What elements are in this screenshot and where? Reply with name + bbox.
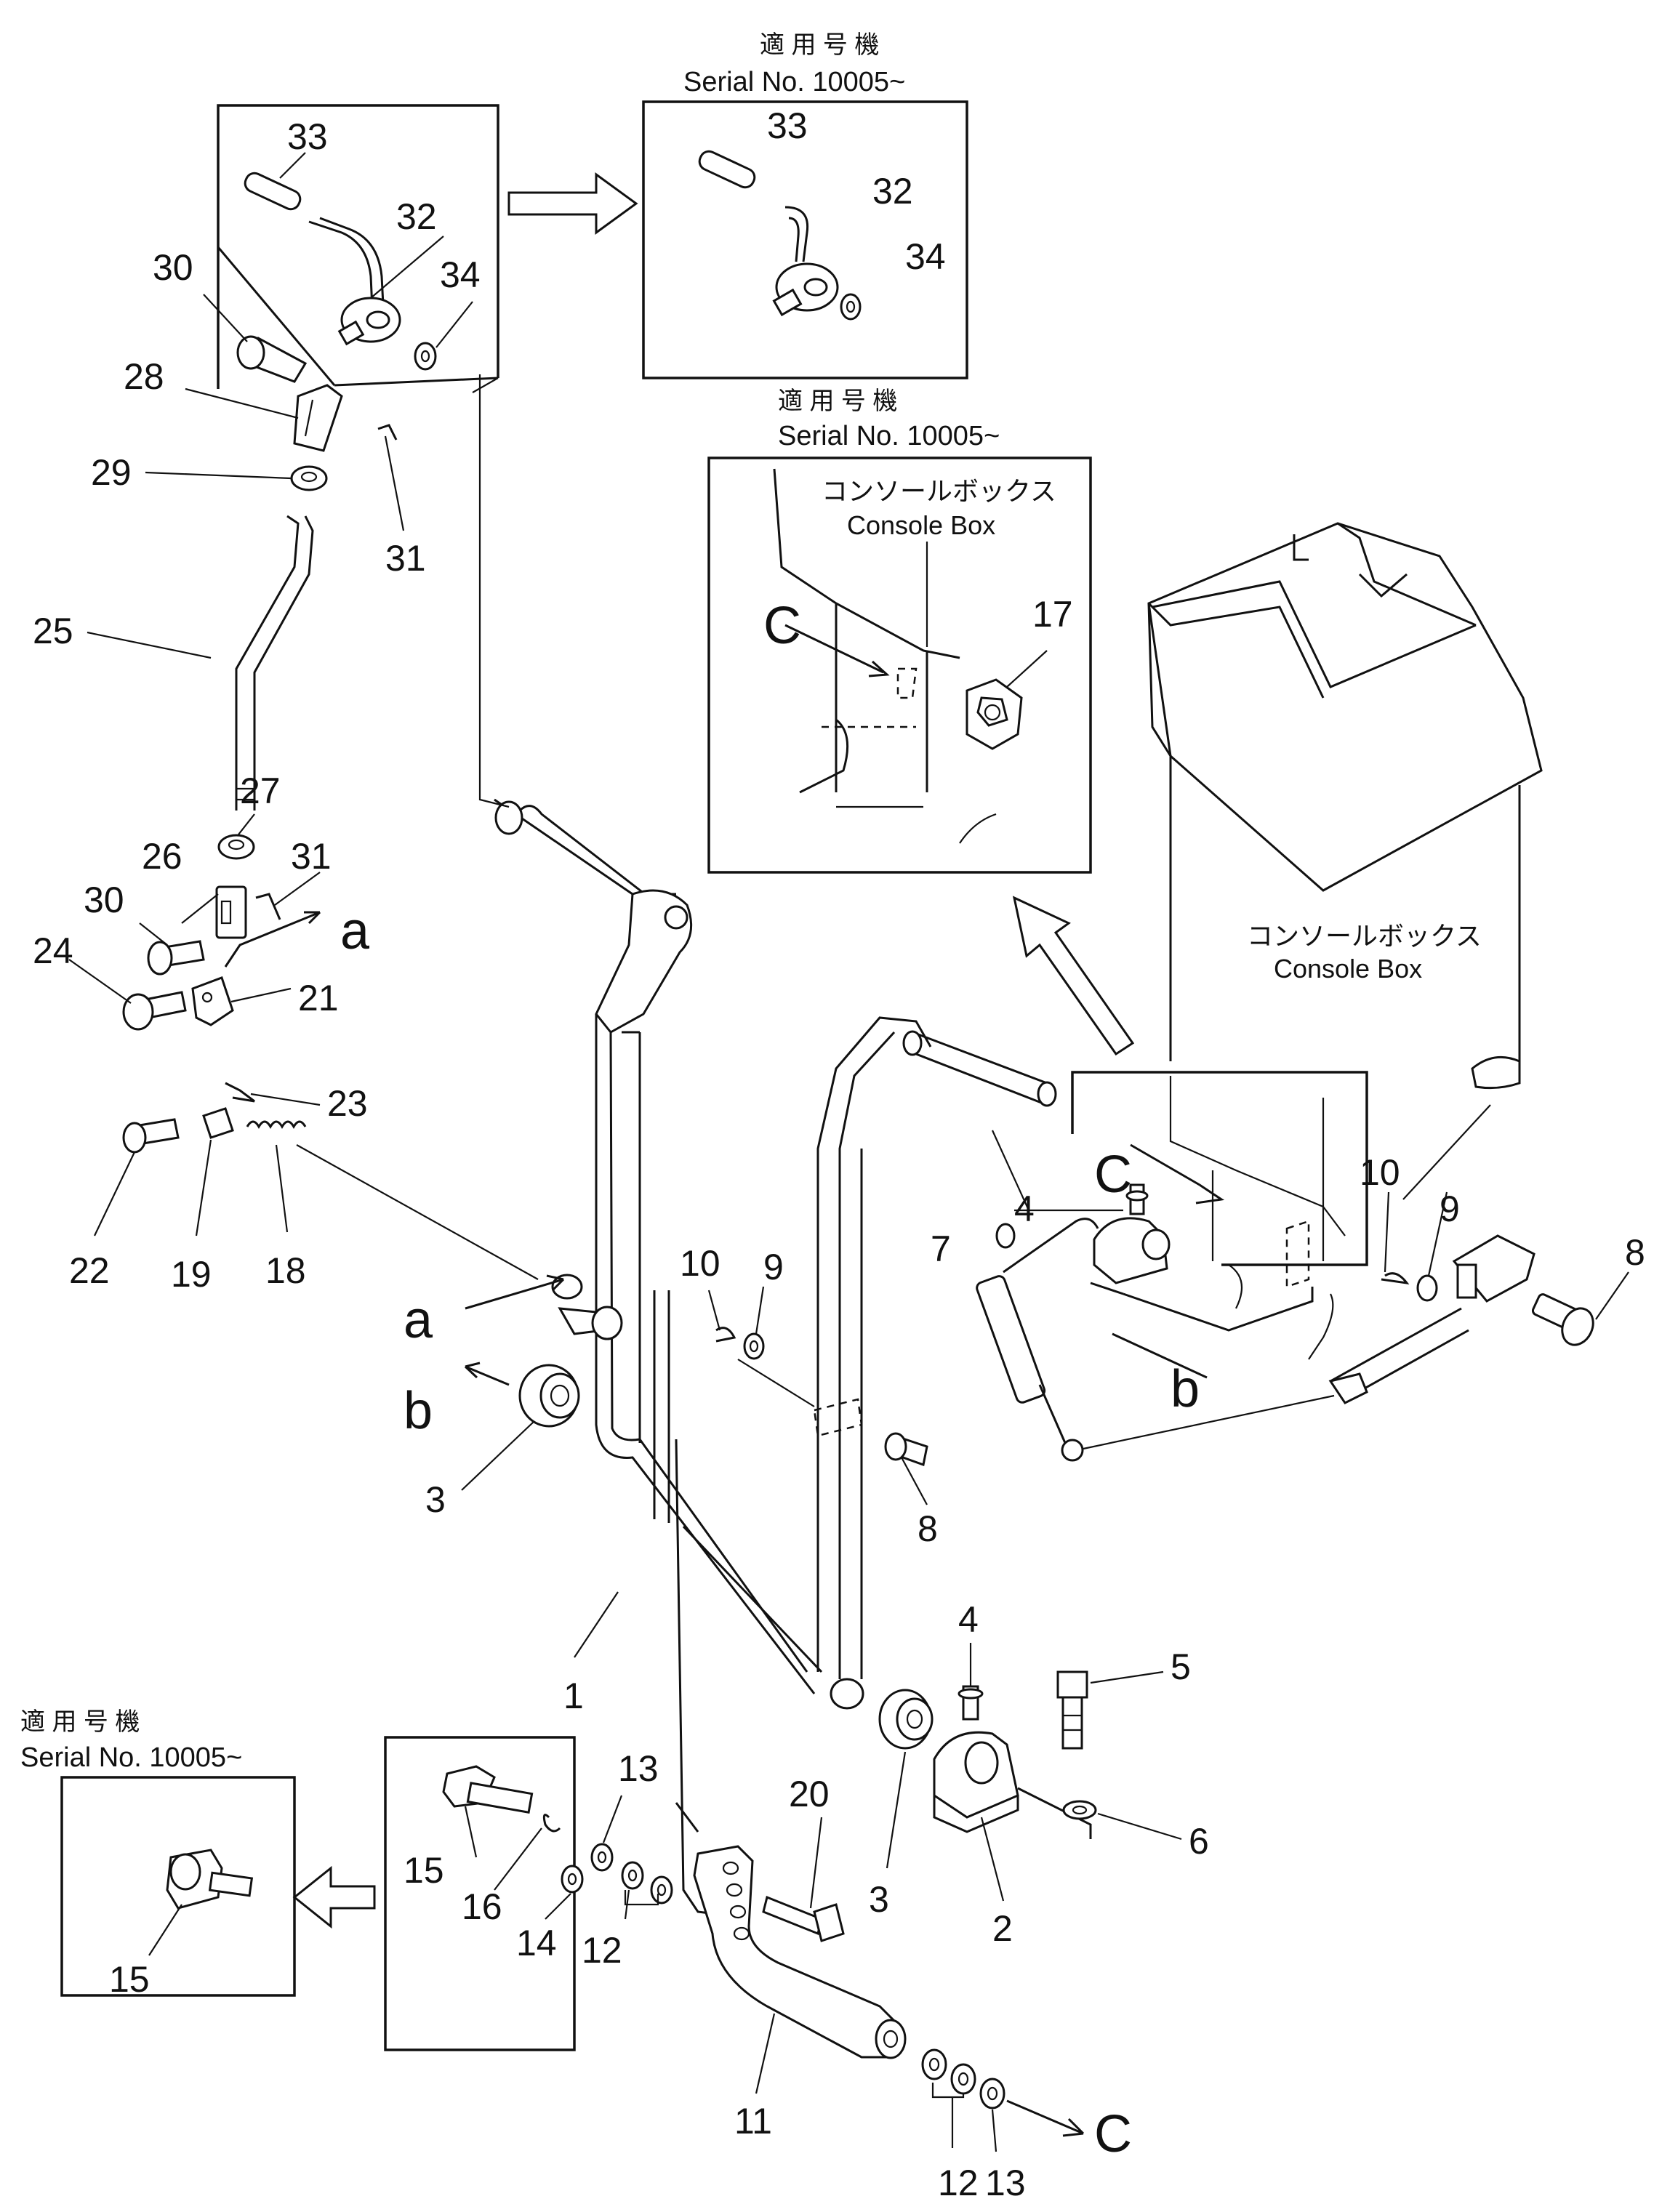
letter-c-bottom: C bbox=[1094, 2105, 1132, 2163]
callout-numbers: 33 32 34 30 28 29 31 25 27 26 31 30 24 2… bbox=[33, 105, 1645, 2203]
console-box-jp: コンソールボックス bbox=[1247, 921, 1482, 951]
callout-17: 17 bbox=[1032, 594, 1073, 635]
callout-33-inset: 33 bbox=[767, 105, 808, 146]
inset-console-c: 適 用 号 機 Serial No. 10005~ コンソールボックス Cons… bbox=[707, 387, 1092, 874]
callout-28: 28 bbox=[124, 356, 164, 397]
letter-c-inset: C bbox=[1094, 1146, 1132, 1204]
left-linkage bbox=[122, 335, 539, 1280]
callout-9-right: 9 bbox=[1440, 1189, 1460, 1229]
callout-12-mid: 12 bbox=[582, 1930, 622, 1971]
callout-9-mid: 9 bbox=[763, 1247, 784, 1287]
callout-15-left: 15 bbox=[109, 1959, 150, 2000]
callout-19: 19 bbox=[171, 1254, 212, 1295]
bushings-3 bbox=[518, 1364, 934, 1750]
callout-34: 34 bbox=[440, 254, 481, 295]
letter-a-left: a bbox=[404, 1291, 433, 1349]
callout-13-mid: 13 bbox=[618, 1748, 659, 1789]
letter-a-top: a bbox=[340, 902, 370, 960]
inset-detail-c: C b bbox=[1071, 1071, 1368, 1418]
callout-22: 22 bbox=[69, 1250, 110, 1291]
console-box: コンソールボックス Console Box bbox=[1147, 522, 1543, 1061]
callout-33: 33 bbox=[287, 116, 328, 157]
callout-5: 5 bbox=[1171, 1646, 1191, 1687]
callout-8-mid: 8 bbox=[918, 1508, 938, 1549]
inset-header-jp-2: 適 用 号 機 bbox=[778, 387, 897, 415]
letter-markers: a a b C C bbox=[340, 597, 1132, 2163]
arrow-left bbox=[292, 1865, 376, 1929]
callout-10-right: 10 bbox=[1360, 1152, 1400, 1193]
callout-34-inset: 34 bbox=[905, 236, 946, 277]
bracket-2 bbox=[933, 1670, 1097, 1839]
callout-30: 30 bbox=[153, 247, 193, 288]
callout-31: 31 bbox=[385, 538, 426, 579]
console-box-en: Console Box bbox=[1274, 954, 1422, 984]
console-bracket bbox=[1328, 1055, 1594, 1404]
callout-4-inset: 4 bbox=[1014, 1189, 1035, 1229]
callout-21: 21 bbox=[298, 978, 339, 1018]
callout-15-mid: 15 bbox=[404, 1850, 444, 1891]
leader-lines bbox=[68, 152, 1629, 2152]
inset-console-jp: コンソールボックス bbox=[822, 476, 1056, 506]
callout-32: 32 bbox=[396, 196, 437, 237]
callout-7: 7 bbox=[931, 1228, 951, 1269]
callout-31-b: 31 bbox=[291, 836, 332, 877]
callout-14: 14 bbox=[516, 1923, 557, 1963]
callout-4-bottom: 4 bbox=[958, 1599, 979, 1640]
letter-b-left: b bbox=[404, 1382, 433, 1440]
inset-top-middle: 適 用 号 機 Serial No. 10005~ bbox=[642, 31, 968, 379]
inset-bottom-middle bbox=[384, 1736, 673, 2051]
letter-c-console: C bbox=[763, 597, 801, 655]
gas-spring-7 bbox=[976, 1218, 1335, 1462]
callout-1: 1 bbox=[563, 1676, 584, 1716]
callout-18: 18 bbox=[265, 1250, 306, 1291]
callout-27: 27 bbox=[240, 771, 281, 811]
callout-3-right: 3 bbox=[869, 1879, 889, 1920]
callout-3-left: 3 bbox=[425, 1479, 446, 1520]
pedal-11 bbox=[693, 1845, 1085, 2137]
inset-console-en: Console Box bbox=[847, 510, 995, 540]
inset-header-jp: 適 用 号 機 bbox=[760, 31, 879, 59]
inset-serial-2: Serial No. 10005~ bbox=[778, 421, 1000, 451]
callout-8-right: 8 bbox=[1625, 1232, 1645, 1273]
arrow-right bbox=[507, 172, 638, 235]
callout-29: 29 bbox=[91, 452, 132, 493]
letter-b-right: b bbox=[1171, 1360, 1200, 1418]
callout-13-bottom: 13 bbox=[985, 2163, 1026, 2203]
callout-20: 20 bbox=[789, 1774, 830, 1814]
inset-serial: Serial No. 10005~ bbox=[683, 67, 905, 97]
callout-23: 23 bbox=[327, 1083, 368, 1124]
inset-top-left bbox=[217, 104, 499, 389]
inset-serial-3: Serial No. 10005~ bbox=[20, 1742, 242, 1773]
middle-small-parts bbox=[715, 1327, 928, 1466]
callout-10-mid: 10 bbox=[680, 1243, 720, 1284]
callout-16: 16 bbox=[462, 1886, 502, 1927]
callout-11: 11 bbox=[734, 2101, 772, 2141]
callout-30-b: 30 bbox=[84, 880, 124, 920]
callout-32-inset: 32 bbox=[872, 171, 913, 212]
arrow-up-left bbox=[1012, 896, 1135, 1056]
callout-2: 2 bbox=[992, 1908, 1013, 1949]
callout-12-bottom: 12 bbox=[938, 2163, 979, 2203]
callout-26: 26 bbox=[142, 836, 182, 877]
callout-24: 24 bbox=[33, 930, 73, 971]
inset-bottom-left: 適 用 号 機 Serial No. 10005~ bbox=[20, 1708, 296, 1997]
callout-6: 6 bbox=[1189, 1821, 1209, 1862]
callout-25: 25 bbox=[33, 611, 73, 651]
main-lever-1 bbox=[494, 798, 1057, 1917]
inset-header-jp-3: 適 用 号 機 bbox=[20, 1708, 140, 1736]
